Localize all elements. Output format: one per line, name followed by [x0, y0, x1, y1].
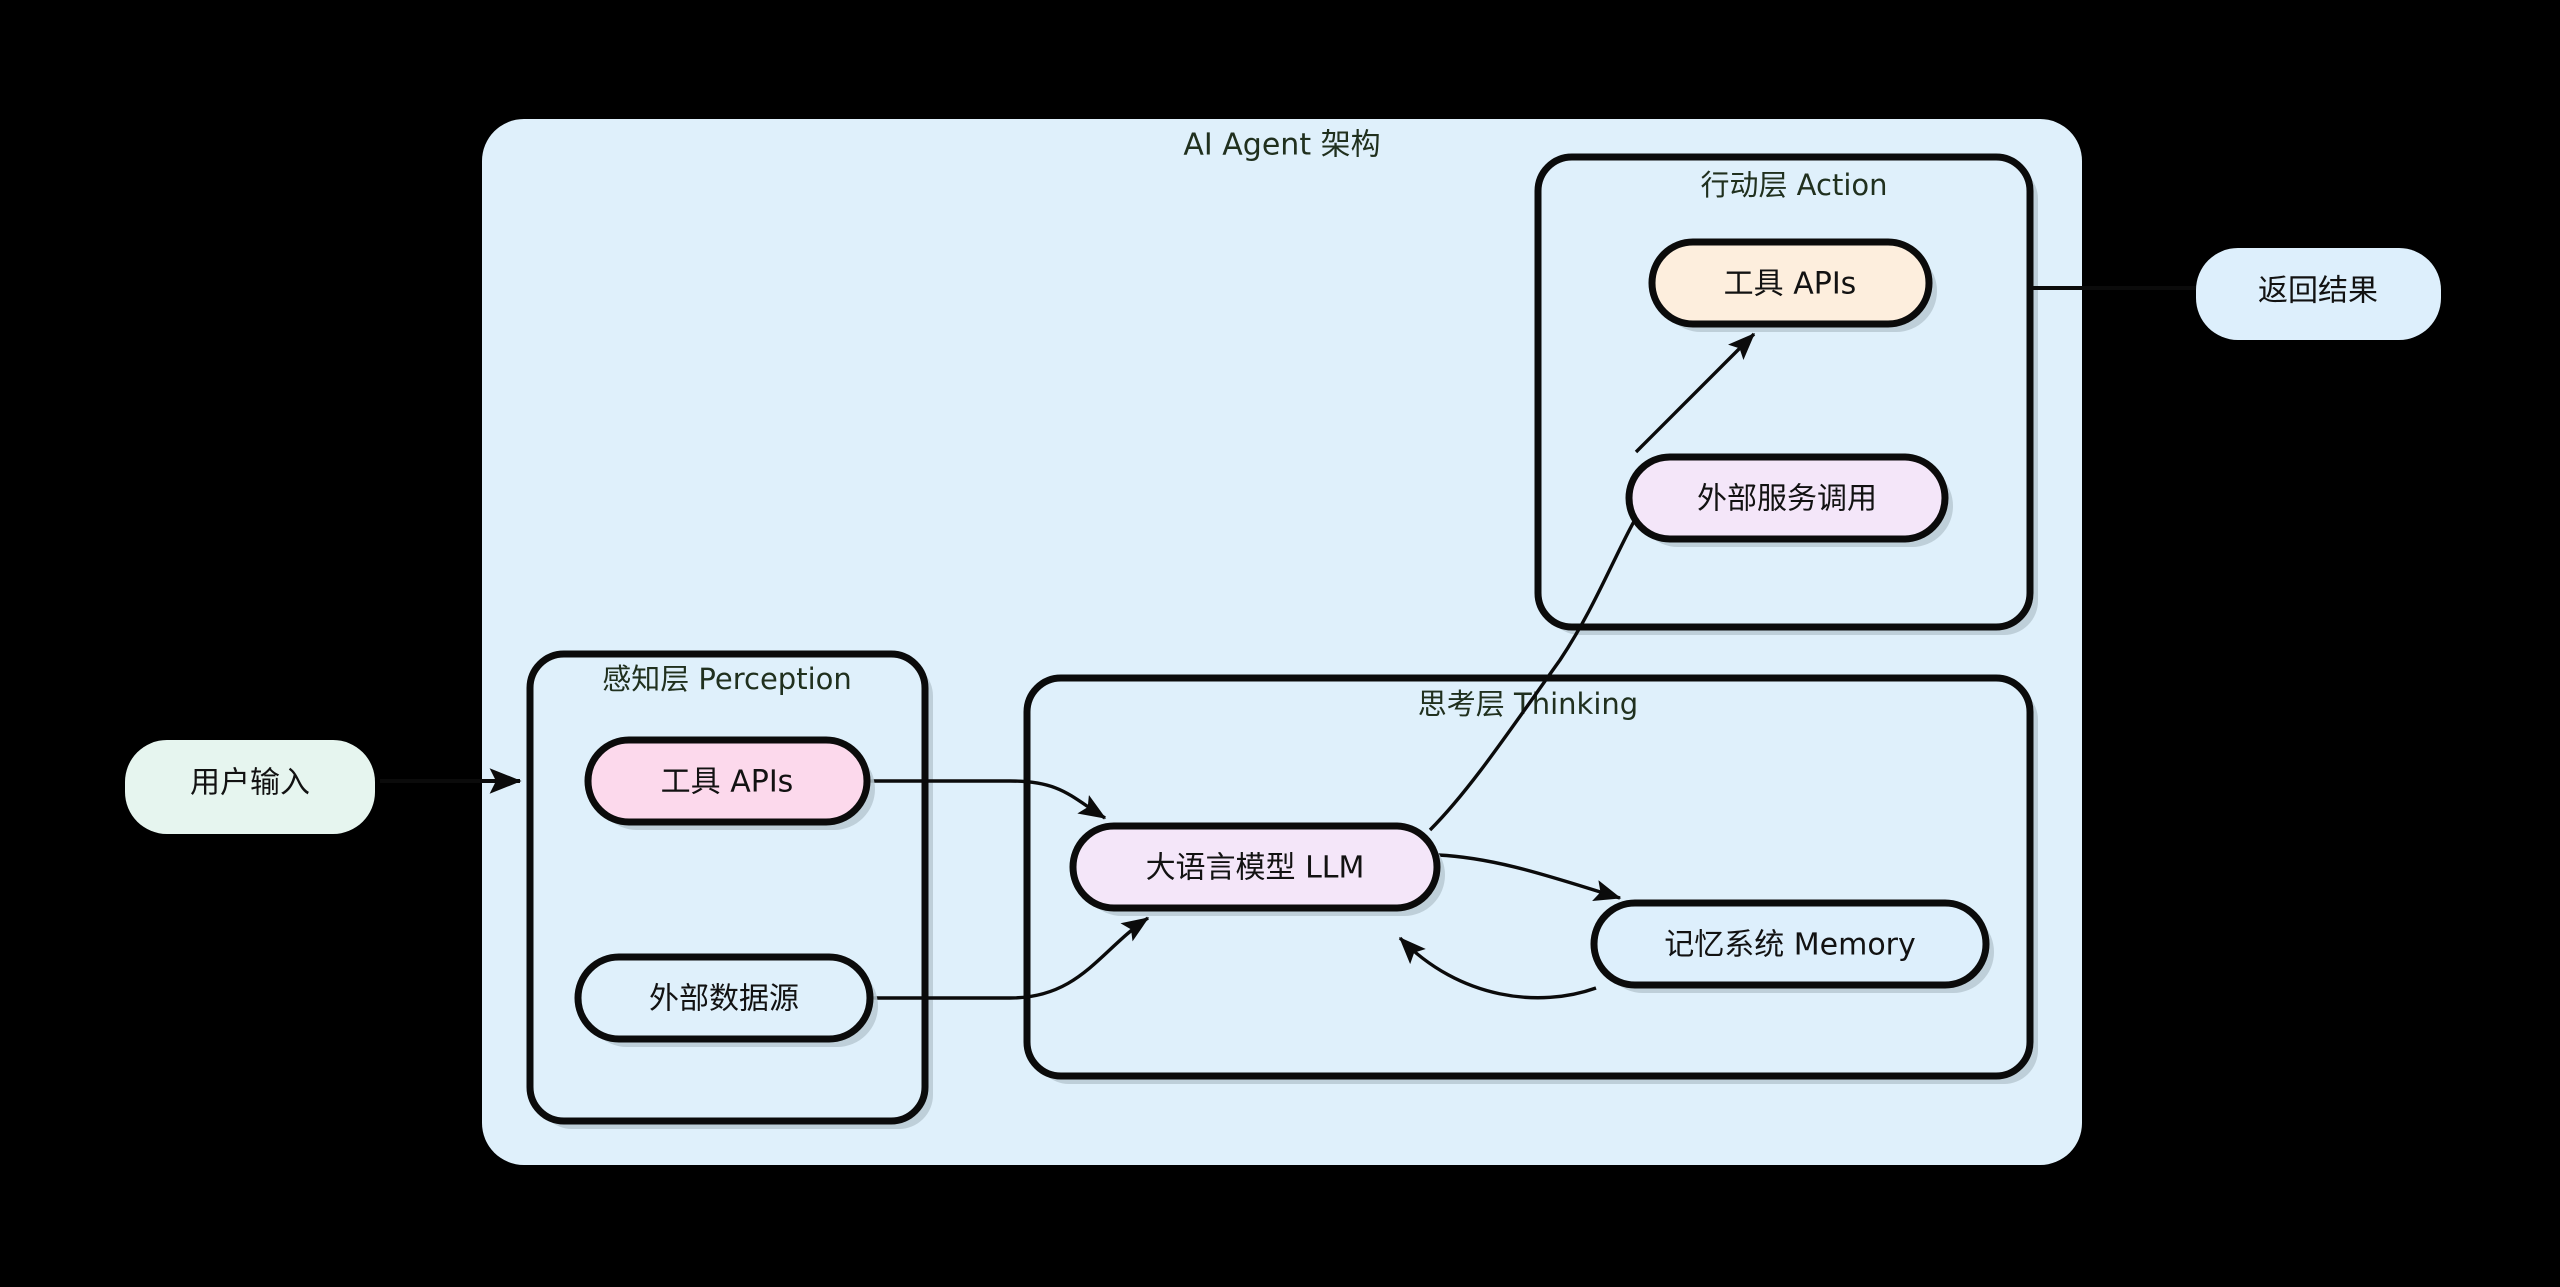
node-user-input-label: 用户输入 — [190, 766, 310, 801]
node-perception-tool-apis[interactable]: 工具 APIs — [584, 736, 875, 830]
node-user-input-box[interactable] — [125, 740, 375, 834]
node-llm[interactable]: 大语言模型 LLM — [1069, 822, 1445, 916]
node-external-data-source-label: 外部数据源 — [649, 982, 799, 1017]
cluster-action-box — [1534, 153, 2034, 631]
node-llm-box[interactable] — [1069, 822, 1441, 912]
diagram-title: AI Agent 架构 — [1183, 128, 1380, 163]
node-perception-tool-apis-box[interactable] — [584, 736, 871, 826]
node-external-data-source[interactable]: 外部数据源 — [574, 953, 878, 1047]
node-user-input[interactable]: 用户输入 — [125, 740, 375, 834]
cluster-perception-box — [526, 650, 929, 1125]
edge-layer — [380, 286, 2196, 1000]
edge-external-data-source-to-llm — [871, 916, 1150, 1000]
edge-memory-to-llm — [1398, 936, 1597, 1000]
node-memory[interactable]: 记忆系统 Memory — [1590, 899, 1994, 993]
node-external-service-call[interactable]: 外部服务调用 — [1625, 453, 1953, 547]
node-external-service-call-box[interactable] — [1625, 453, 1949, 543]
node-return-result-label: 返回结果 — [2258, 274, 2378, 309]
node-external-data-source-box[interactable] — [574, 953, 874, 1043]
cluster-perception-label: 感知层 Perception — [602, 662, 852, 696]
edge-external-service-call-to-action-tool-apis — [1634, 332, 1756, 454]
cluster-perception: 感知层 Perception — [526, 650, 933, 1129]
node-return-result-box[interactable] — [2196, 248, 2441, 340]
node-llm-label: 大语言模型 LLM — [1146, 851, 1365, 886]
node-perception-tool-apis-label: 工具 APIs — [661, 765, 794, 800]
edge-llm-to-external-service-call — [1428, 497, 1650, 832]
node-action-tool-apis[interactable]: 工具 APIs — [1648, 238, 1937, 332]
node-action-tool-apis-label: 工具 APIs — [1724, 267, 1857, 302]
node-memory-label: 记忆系统 Memory — [1664, 928, 1916, 963]
cluster-action-label: 行动层 Action — [1700, 168, 1887, 202]
node-action-tool-apis-box[interactable] — [1648, 238, 1933, 328]
node-memory-box[interactable] — [1590, 899, 1990, 989]
edge-llm-to-memory — [1437, 853, 1622, 901]
node-external-service-call-label: 外部服务调用 — [1697, 482, 1877, 517]
edge-perception-tool-apis-to-llm — [868, 779, 1107, 820]
node-return-result[interactable]: 返回结果 — [2196, 248, 2441, 340]
